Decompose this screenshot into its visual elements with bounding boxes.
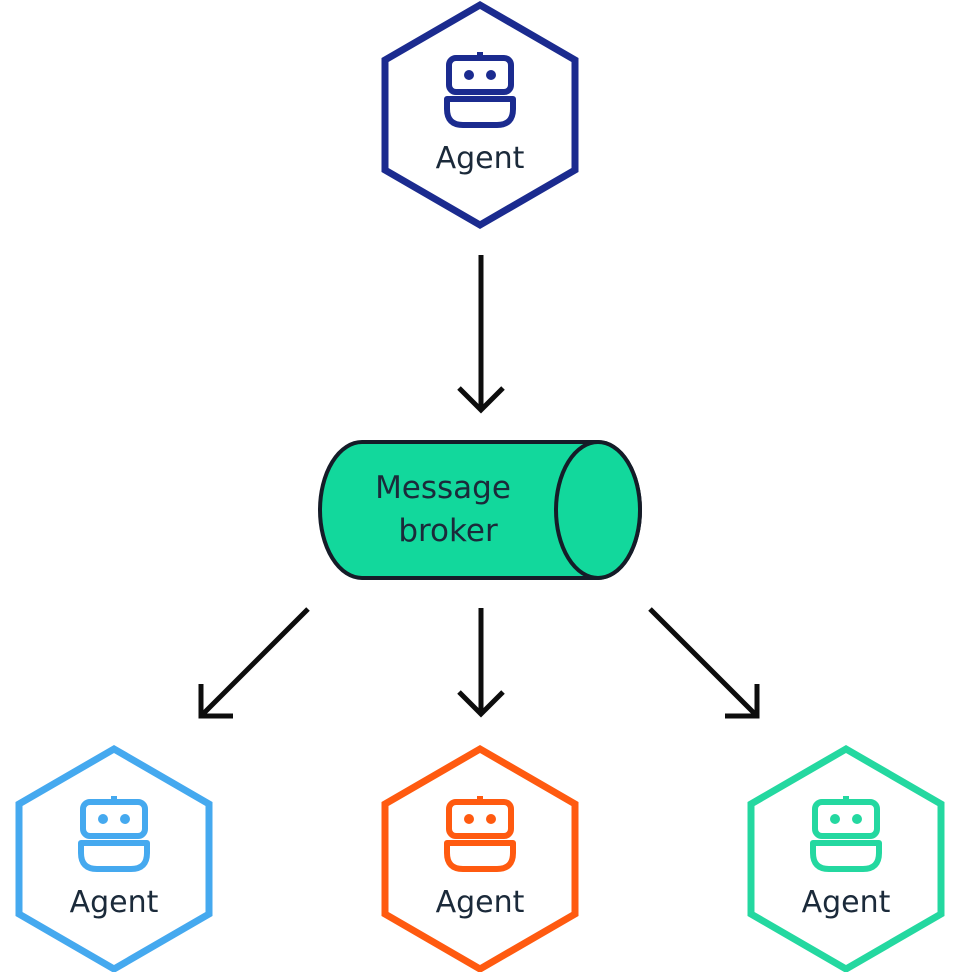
robot-icon (810, 796, 882, 872)
agent-label: Agent (70, 885, 159, 920)
arrow-to-agent-right (648, 607, 760, 719)
hexagon-shape (381, 744, 579, 972)
robot-icon (444, 796, 516, 872)
arrow-to-agent-center (457, 608, 505, 718)
broker-label-line1: Message (375, 470, 511, 506)
hexagon-shape (381, 0, 579, 230)
agent-node-right: Agent (747, 744, 945, 972)
arrow-to-agent-left (198, 607, 310, 719)
agent-label: Agent (802, 885, 891, 920)
agent-node-top: Agent (381, 0, 579, 230)
broker-end-cap (554, 440, 642, 580)
broker-label-line2: broker (398, 513, 498, 549)
hexagon-shape (15, 744, 213, 972)
hexagon-shape (747, 744, 945, 972)
robot-icon (444, 52, 516, 128)
message-broker: Message broker (318, 440, 642, 580)
robot-icon (78, 796, 150, 872)
agent-node-left: Agent (15, 744, 213, 972)
agent-node-center: Agent (381, 744, 579, 972)
agent-label: Agent (436, 885, 525, 920)
arrow-to-broker (457, 255, 505, 414)
agent-label: Agent (436, 141, 525, 176)
